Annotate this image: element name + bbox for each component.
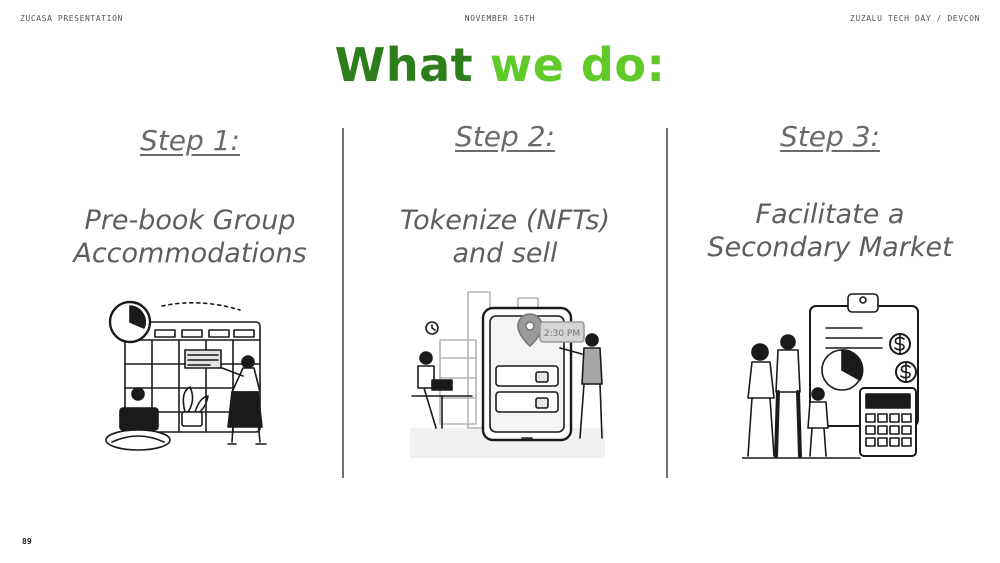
- finance-team-illustration: [742, 293, 919, 459]
- calculator-icon: [859, 387, 917, 457]
- clock-icon: [425, 321, 439, 335]
- mobile-nft-illustration: 2:30 PM: [410, 291, 605, 458]
- step-2-line-2: and sell: [452, 238, 558, 269]
- step-3-label: Step 3:: [780, 120, 880, 153]
- standing-person-with-note: [221, 355, 267, 445]
- phone-time-label: 2:30 PM: [544, 329, 580, 339]
- time-badge: 2:30 PM: [539, 321, 585, 343]
- pie-chart-icon: [821, 349, 864, 391]
- step-1-label: Step 1:: [140, 124, 240, 157]
- slide-title: What we do:: [0, 38, 1000, 92]
- step-3-line-2: Secondary Market: [707, 232, 953, 263]
- header-date: NOVEMBER 16TH: [464, 14, 536, 23]
- title-part-2: we do:: [489, 38, 666, 92]
- dollar-coin-icon: [895, 361, 917, 383]
- column-divider-1: [342, 128, 344, 478]
- woman-at-desk: [411, 351, 473, 429]
- step-1-line-2: Accommodations: [73, 238, 307, 269]
- dollar-coin-icon: [889, 333, 911, 355]
- clock-icon: [108, 300, 152, 344]
- plant-icon: [181, 386, 209, 427]
- child-figure: [807, 387, 829, 457]
- step-3-description: Facilitate a Secondary Market: [680, 198, 980, 264]
- woman-figure: [747, 343, 775, 457]
- header-event-name: ZUZALU TECH DAY / DEVCON: [850, 14, 980, 23]
- step-1-line-1: Pre-book Group: [84, 205, 296, 236]
- man-figure: [774, 334, 802, 458]
- step-2-line-1: Tokenize (NFTs): [399, 205, 611, 236]
- man-pointing: [559, 333, 603, 439]
- page-number: 89: [22, 537, 32, 546]
- step-1-description: Pre-book Group Accommodations: [40, 204, 340, 270]
- column-divider-2: [666, 128, 668, 478]
- seated-person-with-laptop: [105, 387, 171, 451]
- step-2-label: Step 2:: [455, 120, 555, 153]
- calendar-planning-illustration: [105, 300, 267, 451]
- title-part-1: What: [334, 38, 474, 92]
- step-3-line-1: Facilitate a: [755, 199, 905, 230]
- step-2-description: Tokenize (NFTs) and sell: [355, 204, 655, 270]
- header-presentation-name: ZUCASA PRESENTATION: [20, 14, 123, 23]
